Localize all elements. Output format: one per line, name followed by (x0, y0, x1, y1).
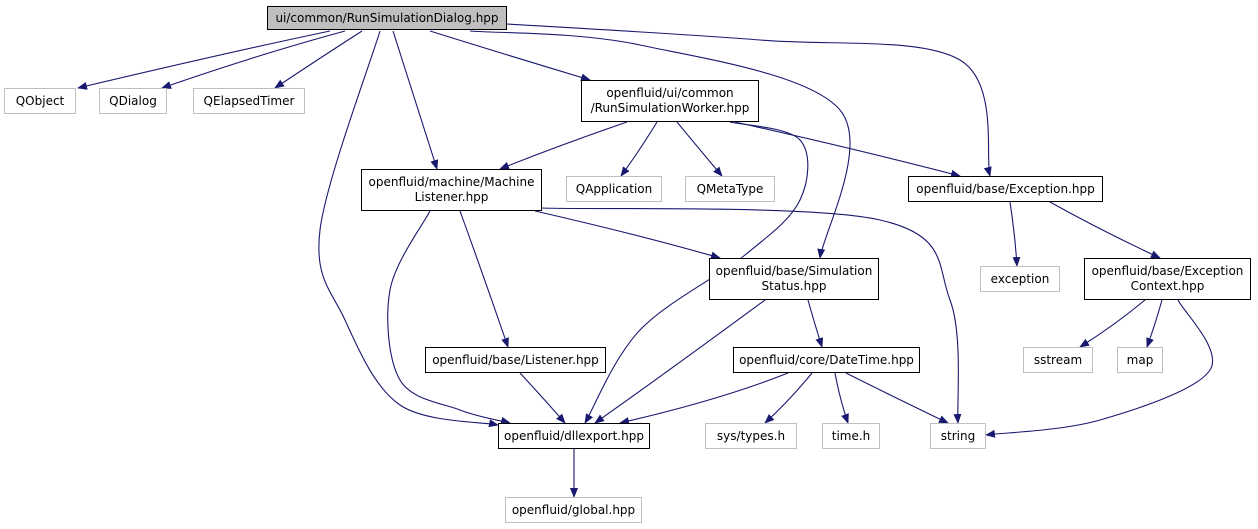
node-label: QDialog (109, 93, 157, 108)
edge-dt-to-string (845, 372, 949, 424)
edge-rsd-to-qobject (77, 30, 331, 90)
node-label: map (1126, 352, 1154, 367)
edge-rsw-to-qapplication (620, 121, 658, 177)
edge-ml-to-string (541, 207, 962, 424)
node-exception: exception (980, 266, 1060, 292)
node-qapplication: QApplication (566, 176, 662, 202)
edge-ss-to-dt (807, 299, 824, 348)
node-qobject: QObject (4, 88, 76, 114)
node-label: openfluid/dllexport.hpp (504, 428, 644, 443)
edge-rsd-to-ml (392, 30, 439, 170)
node-qmetatype: QMetaType (685, 176, 775, 202)
edge-dt-to-systypes (764, 372, 813, 424)
node-listener[interactable]: openfluid/base/Listener.hpp (425, 347, 606, 373)
edge-ml-to-listener (459, 210, 509, 348)
node-map: map (1117, 347, 1163, 373)
edge-rsw-to-ml (499, 121, 628, 170)
edge-dt-to-dll (619, 372, 789, 425)
edge-rsd-to-qelapsedtimer (274, 30, 363, 89)
node-label: openfluid/base/Exception (1091, 264, 1244, 278)
node-label: openfluid/core/DateTime.hpp (739, 352, 914, 367)
edge-rsw-to-qmetatype (676, 121, 723, 177)
edge-rsw-to-exc (734, 121, 961, 178)
node-label: openfluid/ui/common (606, 86, 734, 100)
edge-ml-to-dll (387, 210, 511, 425)
node-label: openfluid/base/Listener.hpp (432, 352, 599, 367)
edge-listener-to-dll (519, 372, 566, 424)
edge-dt-to-timeh (834, 372, 849, 424)
node-qdialog: QDialog (99, 88, 167, 114)
node-systypes: sys/types.h (705, 423, 797, 449)
node-label: QMetaType (696, 181, 764, 196)
node-exc[interactable]: openfluid/base/Exception.hpp (908, 176, 1103, 202)
edge-exc-to-ec (1049, 201, 1161, 259)
node-label: string (940, 428, 976, 443)
edge-rsd-to-exc (506, 23, 992, 177)
node-label: sstream (1033, 352, 1083, 367)
edge-ec-to-map (1146, 299, 1163, 348)
node-label: openfluid/machine/Machine (368, 175, 535, 189)
node-timeh: time.h (822, 423, 880, 449)
node-label: Context.hpp (1130, 279, 1205, 293)
edge-rsd-to-dll (318, 30, 499, 428)
node-dll[interactable]: openfluid/dllexport.hpp (498, 423, 650, 449)
edge-ec-to-sstream (1079, 299, 1146, 348)
node-label: sys/types.h (716, 428, 786, 443)
node-label: Listener.hpp (414, 190, 489, 204)
node-label: openfluid/global.hpp (511, 502, 636, 517)
node-qelapsedtimer: QElapsedTimer (193, 88, 305, 114)
node-label: QObject (15, 93, 65, 108)
node-label: QApplication (575, 181, 653, 196)
node-string: string (930, 423, 986, 449)
node-label: /RunSimulationWorker.hpp (590, 101, 750, 115)
edge-rsd-to-rsw (429, 30, 591, 82)
node-sstream: sstream (1023, 347, 1093, 373)
edge-rsd-to-qdialog (161, 30, 346, 89)
node-label: openfluid/base/Exception.hpp (916, 181, 1095, 196)
edge-ec-to-string (985, 299, 1213, 438)
node-global: openfluid/global.hpp (505, 497, 642, 523)
node-label: exception (990, 271, 1050, 286)
node-label: ui/common/RunSimulationDialog.hpp (275, 10, 499, 25)
edge-ss-to-dll (594, 299, 766, 424)
node-label: QElapsedTimer (203, 93, 295, 108)
node-dt[interactable]: openfluid/core/DateTime.hpp (733, 347, 920, 373)
edge-rsd-to-ss (469, 30, 851, 259)
node-rsw[interactable]: openfluid/ui/common/RunSimulationWorker.… (581, 80, 759, 122)
node-label: Status.hpp (761, 279, 827, 293)
edge-exc-to-exception (1009, 201, 1021, 267)
node-label: openfluid/base/Simulation (715, 264, 873, 278)
node-label: time.h (831, 428, 871, 443)
edge-ml-to-ss (534, 210, 721, 260)
node-rsd[interactable]: ui/common/RunSimulationDialog.hpp (267, 6, 507, 30)
edge-rsw-to-dll (584, 121, 809, 424)
